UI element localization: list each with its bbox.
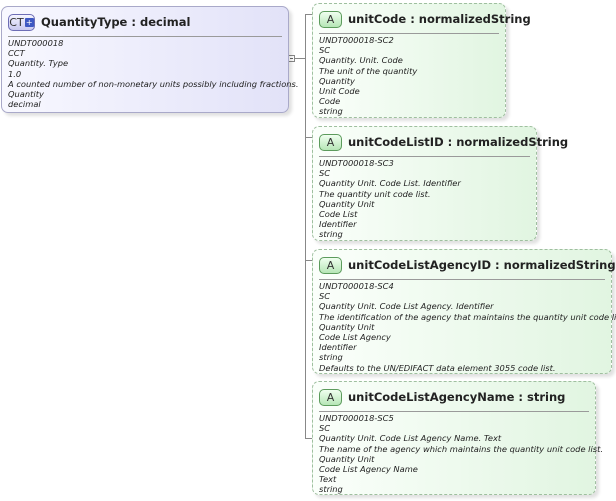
detail-line: A counted number of non-monetary units p… — [8, 78, 299, 89]
detail-line: The quantity unit code list. — [319, 188, 431, 199]
detail-line: 1.0 — [8, 68, 22, 79]
detail-line: string — [319, 106, 343, 117]
detail-line: The name of the agency which maintains t… — [319, 443, 604, 454]
collapse-toggle[interactable] — [288, 55, 295, 62]
attribute-badge: A — [319, 256, 342, 274]
detail-line: UNDT000018-SC2 — [319, 35, 394, 45]
detail-line: Quantity Unit — [319, 321, 375, 332]
detail-line: UNDT000018 — [8, 38, 64, 48]
detail-line: SC — [319, 291, 331, 302]
detail-line: Identifier — [319, 342, 357, 353]
detail-line: string — [319, 484, 343, 495]
complex-type-title: QuantityType : decimal — [41, 15, 191, 29]
detail-line: Quantity Unit — [319, 198, 375, 209]
attribute-header: A unitCode : normalizedString — [319, 9, 531, 29]
attribute-details: UNDT000018-SC2 SC Quantity. Unit. Code T… — [319, 35, 501, 117]
detail-line: Text — [319, 474, 337, 485]
detail-line: Quantity — [8, 88, 44, 99]
detail-line: UNDT000018-SC3 — [319, 158, 394, 168]
attribute-title: unitCodeListID : normalizedString — [348, 135, 569, 149]
detail-line: Quantity Unit. Code List. Identifier — [319, 178, 461, 189]
detail-line: SC — [319, 168, 331, 179]
complex-type-header: CT+ QuantityType : decimal — [8, 12, 282, 32]
detail-line: SC — [319, 45, 331, 56]
attribute-title: unitCodeListAgencyID : normalizedString — [348, 258, 616, 272]
detail-line: The identification of the agency that ma… — [319, 311, 616, 322]
detail-line: Quantity. Type — [8, 58, 69, 69]
detail-line: decimal — [8, 99, 41, 110]
connector-branch-unitcode — [305, 14, 312, 15]
detail-line: Quantity. Unit. Code — [319, 55, 403, 66]
detail-line: Code — [319, 96, 341, 107]
attribute-header: A unitCodeListID : normalizedString — [319, 132, 568, 152]
connector-branch-unitcodelistid — [305, 137, 312, 138]
attribute-unitcode-box[interactable]: A unitCode : normalizedString UNDT000018… — [312, 3, 531, 118]
detail-line: string — [319, 229, 343, 240]
complex-type-box[interactable]: CT+ QuantityType : decimal UNDT000018 CC… — [1, 6, 299, 113]
detail-line: Quantity — [319, 75, 355, 86]
attribute-unitcodelistid-box[interactable]: A unitCodeListID : normalizedString UNDT… — [312, 126, 568, 241]
detail-line: Quantity Unit — [319, 453, 375, 464]
attribute-unitcodelistagencyid-box[interactable]: A unitCodeListAgencyID : normalizedStrin… — [312, 249, 616, 374]
detail-line: CCT — [8, 48, 25, 59]
complex-type-details: UNDT000018 CCT Quantity. Type 1.0 A coun… — [8, 38, 299, 110]
attribute-badge: A — [319, 133, 342, 151]
connector-trunk — [305, 14, 306, 438]
attribute-details: UNDT000018-SC5 SC Quantity Unit. Code Li… — [319, 413, 604, 495]
detail-line: Defaults to the UN/EDIFACT data element … — [319, 362, 556, 373]
separator — [319, 411, 589, 412]
separator — [319, 279, 605, 280]
detail-line: string — [319, 352, 343, 363]
expand-plus-icon: + — [24, 17, 34, 27]
attribute-header: A unitCodeListAgencyID : normalizedStrin… — [319, 255, 616, 275]
attribute-details: UNDT000018-SC4 SC Quantity Unit. Code Li… — [319, 281, 616, 373]
detail-line: Unit Code — [319, 85, 360, 96]
connector-line — [295, 58, 305, 59]
attribute-title: unitCode : normalizedString — [348, 12, 531, 26]
detail-line: UNDT000018-SC5 — [319, 413, 394, 423]
attribute-badge: A — [319, 10, 342, 28]
detail-line: Code List Agency Name — [319, 463, 418, 474]
detail-line: Quantity Unit. Code List Agency Name. Te… — [319, 433, 502, 444]
detail-line: Code List Agency — [319, 331, 391, 342]
separator — [319, 156, 530, 157]
attribute-unitcodelistagencyname-box[interactable]: A unitCodeListAgencyName : string UNDT00… — [312, 381, 604, 495]
separator — [8, 36, 282, 37]
attribute-title: unitCodeListAgencyName : string — [348, 390, 566, 404]
attribute-badge: A — [319, 388, 342, 406]
detail-line: The unit of the quantity — [319, 65, 418, 76]
separator — [319, 33, 499, 34]
attribute-header: A unitCodeListAgencyName : string — [319, 387, 589, 407]
detail-line: UNDT000018-SC4 — [319, 281, 394, 291]
attribute-details: UNDT000018-SC3 SC Quantity Unit. Code Li… — [319, 158, 532, 240]
connector-branch-unitcodelistagencyname — [305, 438, 312, 439]
detail-line: SC — [319, 423, 331, 434]
connector-branch-unitcodelistagencyid — [305, 260, 312, 261]
complex-type-badge: CT+ — [8, 13, 35, 31]
detail-line: Identifier — [319, 219, 357, 230]
detail-line: Code List — [319, 208, 358, 219]
detail-line: Quantity Unit. Code List Agency. Identif… — [319, 301, 494, 312]
